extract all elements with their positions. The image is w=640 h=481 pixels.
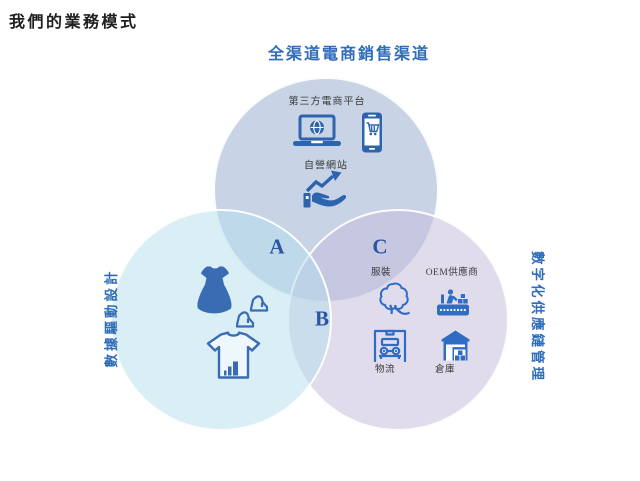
intersection-letter-a: A [269,234,285,259]
clothing-label: 服裝 [370,268,392,278]
oem-supplier-label: OEM供應商 [425,268,479,278]
high-heels-icon [235,295,269,328]
dress-icon [197,266,232,314]
page-title: 我們的業務模式 [9,14,139,31]
hand-growth-arrow-icon [303,170,347,208]
left-circle-design [110,209,332,431]
left-circle-heading: 數據驅動設計 [104,268,119,368]
third-party-platform-label: 第三方電商平台 [288,96,366,108]
phone-cart-icon [362,112,382,153]
intersection-letter-c: C [372,234,388,259]
tshirt-bar-chart-icon [206,331,261,379]
warehouse-label: 倉庫 [434,365,456,375]
own-website-label: 自營網站 [304,160,348,172]
intersection-letter-b: B [314,306,330,331]
warehouse-icon [441,330,470,361]
logistics-label: 物流 [374,365,396,375]
top-circle-heading: 全渠道電商銷售渠道 [267,46,431,63]
cotton-icon [379,282,410,315]
laptop-globe-icon [293,114,341,146]
factory-conveyor-icon [437,289,469,316]
truck-gate-icon [373,329,407,362]
right-circle-heading: 數字化供應鏈管理 [530,251,545,383]
